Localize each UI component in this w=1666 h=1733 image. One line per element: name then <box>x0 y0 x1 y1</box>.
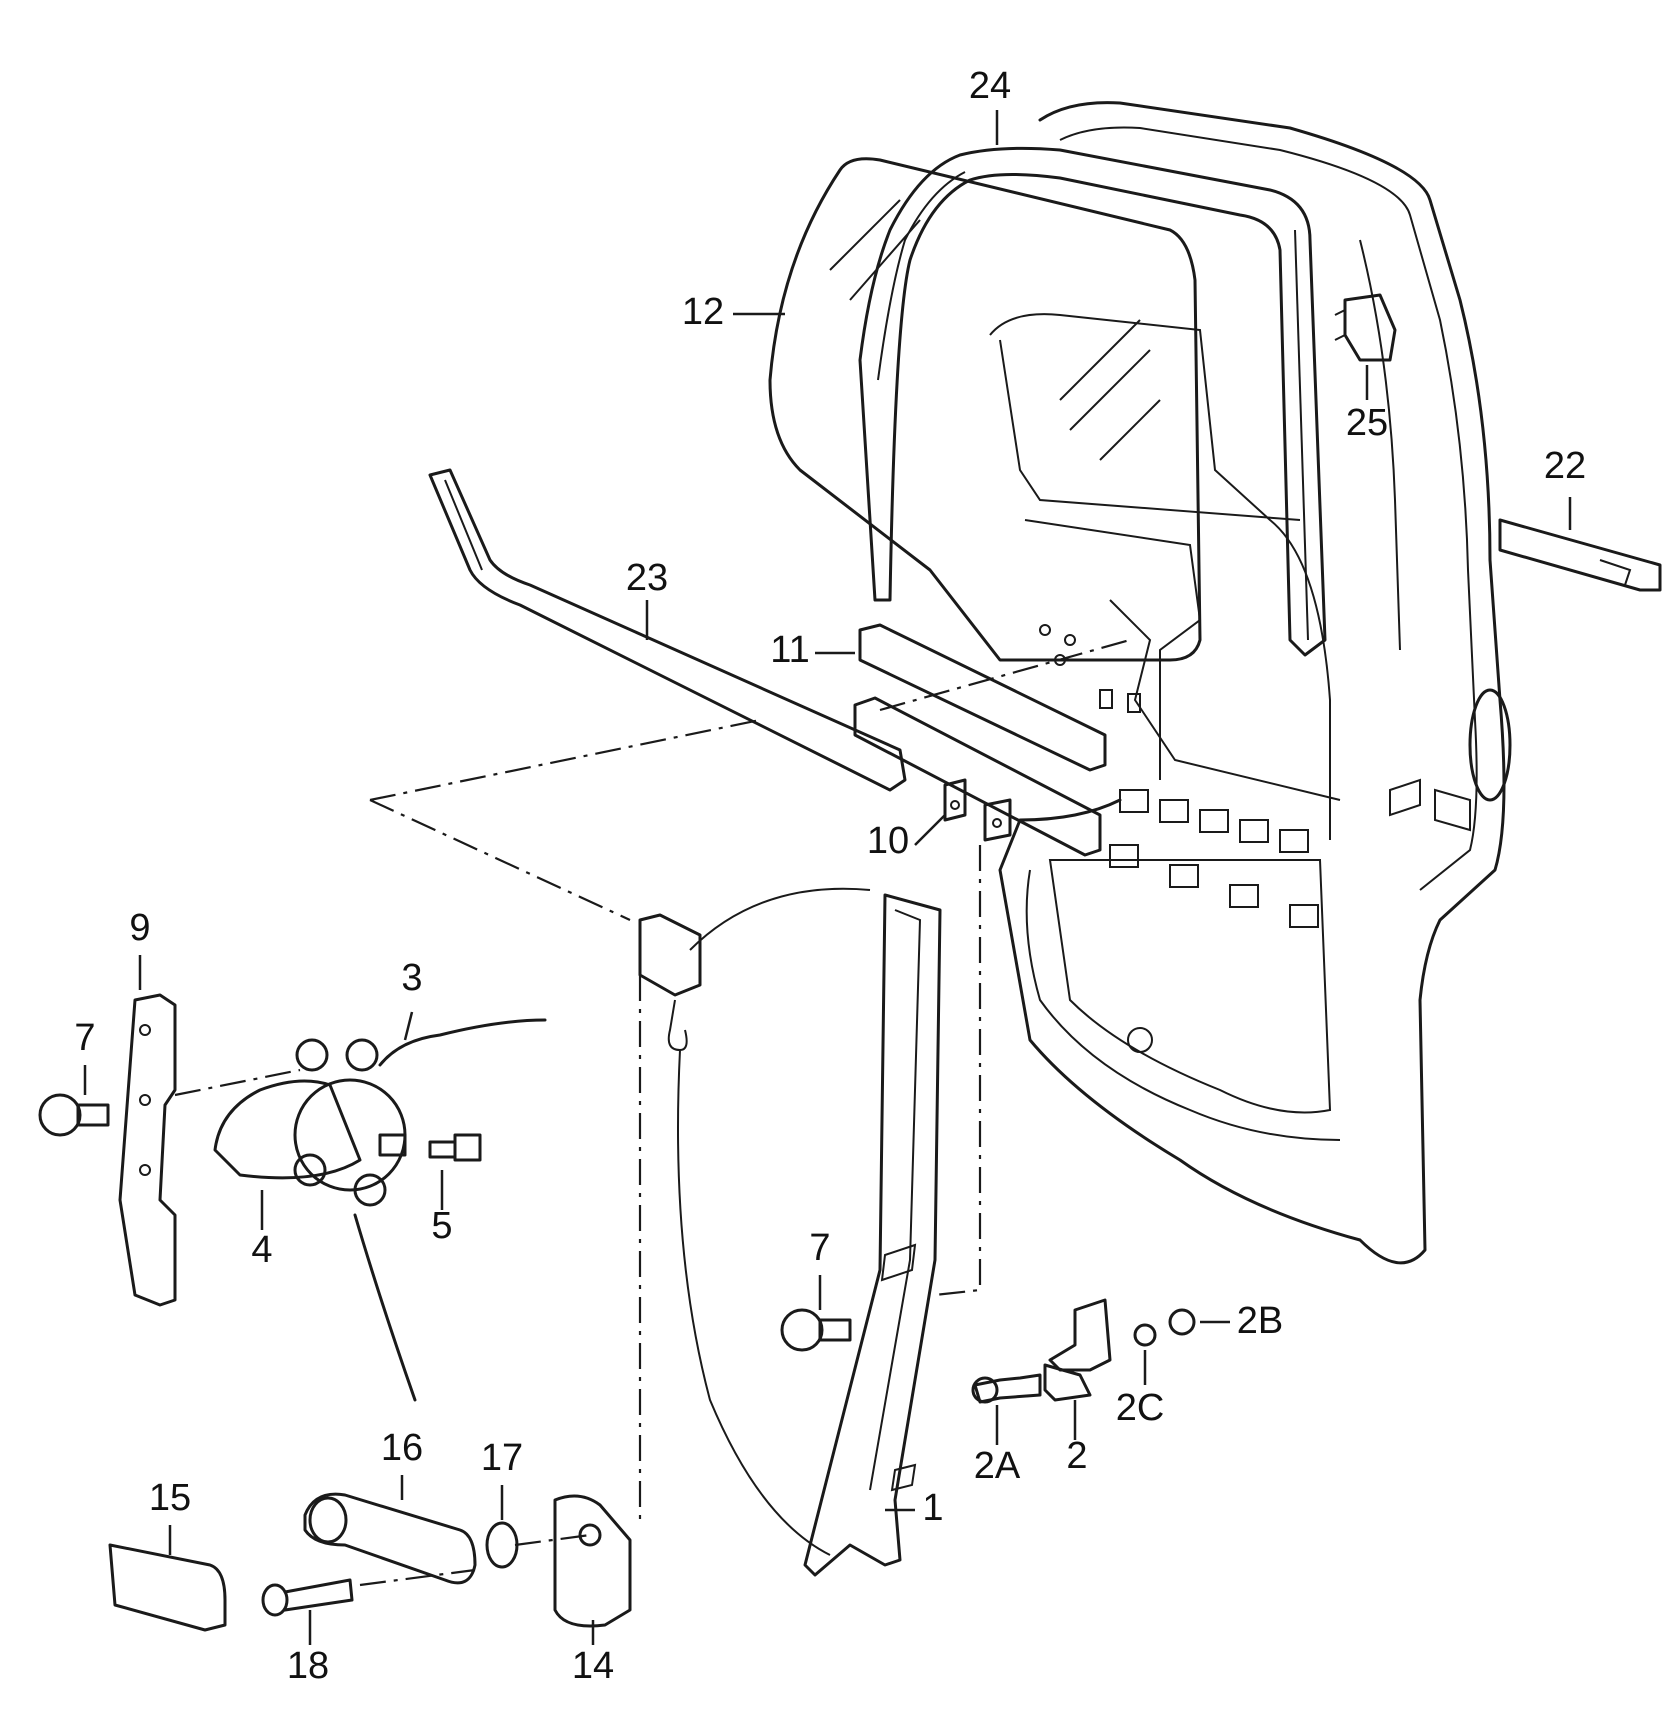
stop-bracket-assembly <box>971 1298 1196 1404</box>
guide-strip <box>853 696 1102 857</box>
callout-4: 4 <box>251 1229 272 1271</box>
callout-17: 17 <box>481 1437 523 1479</box>
callout-16: 16 <box>381 1427 423 1469</box>
callout-23: 23 <box>626 557 668 599</box>
callout-2A: 2A <box>974 1445 1021 1487</box>
washer-17 <box>485 1521 519 1569</box>
outer-window-seal-strip <box>428 468 907 792</box>
callout-7-left: 7 <box>74 1017 95 1059</box>
motor-bracket <box>118 993 177 1307</box>
callout-22: 22 <box>1544 445 1586 487</box>
window-glass <box>768 157 1202 662</box>
callout-2B: 2B <box>1237 1300 1283 1342</box>
callout-labels: 24 12 25 22 23 11 10 9 7 3 4 5 7 2B 2C 2… <box>74 65 1586 1687</box>
callout-12: 12 <box>682 291 724 333</box>
callout-18: 18 <box>287 1645 329 1687</box>
handle-cap <box>108 1543 227 1632</box>
assembly-lines <box>174 638 1131 1587</box>
regulator-bolt <box>780 1308 852 1352</box>
leader-lines <box>83 110 1572 1645</box>
callout-11: 11 <box>770 629 809 671</box>
regulator-motor <box>213 1038 407 1207</box>
bracket-bolt <box>38 1093 110 1137</box>
callout-25: 25 <box>1346 402 1388 444</box>
callout-15: 15 <box>149 1477 191 1519</box>
callout-3: 3 <box>401 957 422 999</box>
impact-bar <box>1498 518 1662 592</box>
door-shell <box>989 101 1512 1265</box>
handle-screw <box>261 1578 354 1617</box>
callout-5: 5 <box>431 1205 452 1247</box>
window-regulator <box>638 887 942 1577</box>
clip-25 <box>1334 293 1397 362</box>
drive-cable <box>353 1018 547 1402</box>
callout-2: 2 <box>1066 1435 1087 1477</box>
window-channel-seal <box>858 146 1327 657</box>
inner-seal-strip <box>858 623 1107 772</box>
callout-10: 10 <box>867 820 909 862</box>
callout-9: 9 <box>129 907 150 949</box>
window-crank-handle <box>303 1492 477 1585</box>
regulator-clips <box>943 778 1012 842</box>
callout-7-right: 7 <box>809 1227 830 1269</box>
callout-24: 24 <box>969 65 1011 107</box>
motor-screw <box>428 1133 482 1162</box>
callout-2C: 2C <box>1116 1387 1165 1429</box>
callout-14: 14 <box>572 1645 614 1687</box>
escutcheon-cover <box>553 1494 632 1628</box>
callout-1: 1 <box>922 1487 943 1529</box>
